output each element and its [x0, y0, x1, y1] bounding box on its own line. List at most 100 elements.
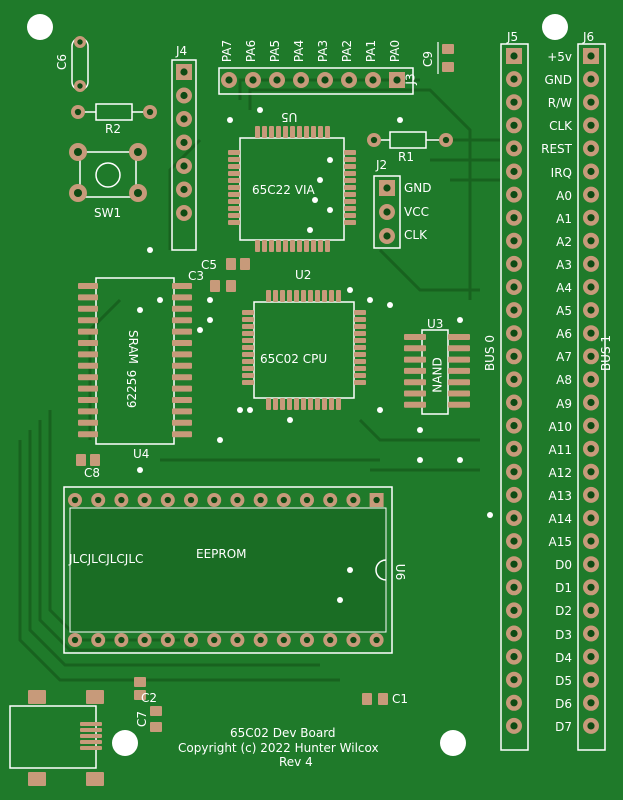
drill-hole [587, 191, 595, 199]
u6-label: U6 [393, 563, 408, 581]
smd-pad [28, 772, 46, 786]
bus-pin-label: +5v [547, 50, 572, 64]
smd-pad [228, 220, 240, 225]
via [367, 297, 373, 303]
sw1-button [95, 162, 121, 188]
u6-notch [375, 559, 387, 581]
u4-label: U4 [133, 447, 150, 461]
smd-pad [354, 373, 366, 378]
r1-label: R1 [398, 150, 414, 164]
jlc-order-mark: JLCJLCJLCJLC [69, 552, 144, 566]
bus-pin-label: A9 [556, 396, 572, 411]
drill-hole [95, 636, 102, 644]
smd-pad [354, 359, 366, 364]
j3-label: J3 [403, 73, 418, 85]
via [197, 327, 203, 333]
smd-pad [172, 294, 192, 301]
smd-pad [448, 401, 470, 408]
drill-hole [180, 185, 188, 194]
drill-hole [510, 237, 518, 245]
bus0-label: BUS 0 [483, 334, 498, 372]
drill-hole [211, 636, 218, 644]
mounting-hole [112, 730, 138, 756]
drill-hole [510, 653, 518, 661]
smd-pad [276, 126, 281, 138]
smd-pad [242, 359, 254, 364]
bus-pin-label: A12 [548, 465, 572, 480]
smd-pad [172, 362, 192, 369]
drill-hole [510, 445, 518, 453]
drill-hole [393, 76, 401, 84]
smd-pad [86, 772, 104, 786]
bus-pin-label: D7 [555, 719, 572, 734]
via [237, 407, 243, 413]
smd-pad [344, 206, 356, 211]
smd-pad [266, 290, 271, 302]
smd-pad [329, 290, 334, 302]
smd-pad [329, 398, 334, 410]
smd-pad [228, 171, 240, 176]
bus-pin-label: A15 [548, 535, 572, 550]
smd-pad [226, 280, 236, 292]
smd-pad [78, 294, 98, 301]
bus-pin-label: A14 [548, 512, 572, 526]
drill-hole [587, 560, 595, 568]
drill-hole [510, 375, 518, 383]
smd-pad [404, 367, 426, 374]
drill-hole [587, 422, 595, 430]
c1-label: C1 [392, 692, 409, 706]
smd-pad [242, 324, 254, 329]
drill-hole [164, 496, 171, 504]
smd-pad [240, 258, 250, 270]
smd-pad [344, 220, 356, 225]
trace [248, 88, 472, 300]
smd-pad [404, 356, 426, 363]
via [312, 197, 318, 203]
smd-pad [78, 408, 98, 415]
smd-pad [172, 317, 192, 324]
via [397, 117, 403, 123]
smd-pad [86, 690, 104, 704]
c9-label: C9 [421, 50, 436, 68]
smd-pad [404, 401, 426, 408]
drill-hole [510, 352, 518, 360]
bus-pin-label: A13 [548, 488, 572, 503]
via [457, 317, 463, 323]
mounting-hole [542, 14, 568, 40]
u2-name: 65C02 CPU [260, 352, 328, 366]
u6-outline [63, 486, 393, 654]
drill-hole [73, 147, 83, 157]
drill-hole [587, 52, 595, 60]
via-port-pa1: PA1 [364, 39, 379, 63]
drill-hole [587, 75, 595, 83]
j2-pin-vcc: VCC [404, 205, 429, 219]
drill-hole [587, 699, 595, 707]
drill-hole [71, 636, 79, 644]
smd-pad [269, 240, 274, 252]
drill-hole [180, 162, 188, 170]
drill-hole [211, 496, 218, 504]
via [137, 307, 143, 313]
via [247, 407, 253, 413]
smd-pad [354, 324, 366, 329]
smd-pad [280, 398, 285, 410]
drill-hole [587, 144, 595, 152]
j6-outline [577, 43, 606, 751]
bus-pin-label: D5 [555, 673, 572, 688]
trace [18, 440, 340, 682]
drill-hole [587, 260, 595, 268]
drill-hole [164, 636, 171, 644]
bus-pin-label: D6 [555, 696, 572, 711]
via [337, 597, 343, 603]
via [417, 457, 423, 463]
bus-pin-label: D0 [555, 558, 572, 573]
footer-copyright: Copyright (c) 2022 Hunter Wilcox [178, 741, 379, 755]
smd-pad [134, 690, 146, 700]
smd-pad [228, 178, 240, 183]
smd-pad [228, 164, 240, 169]
bus-pin-label: A1 [556, 211, 572, 226]
bus-pin-label: A5 [556, 304, 572, 319]
u5-name: 65C22 VIA [252, 183, 315, 197]
smd-pad [78, 374, 98, 381]
smd-pad [344, 199, 356, 204]
